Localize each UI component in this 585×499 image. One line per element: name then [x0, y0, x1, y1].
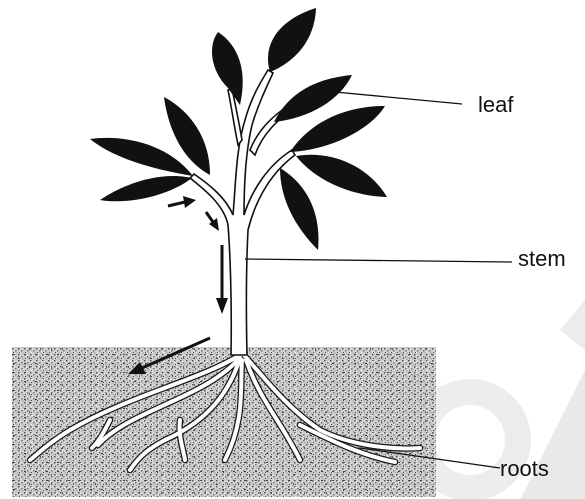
leaf-top-left-1	[212, 32, 243, 105]
roots-label: roots	[500, 456, 549, 481]
leaf-left-mid	[90, 138, 193, 176]
leaf-right-lower	[296, 155, 387, 197]
leaf-label: leaf	[478, 92, 514, 117]
leaf-left-lower	[100, 176, 192, 201]
stem-label: stem	[518, 246, 566, 271]
stem-leader-line	[245, 259, 512, 262]
leaf-leader-line	[335, 92, 462, 104]
leaf-right-hanging	[280, 168, 318, 250]
leaf-top-right-1	[268, 8, 316, 72]
